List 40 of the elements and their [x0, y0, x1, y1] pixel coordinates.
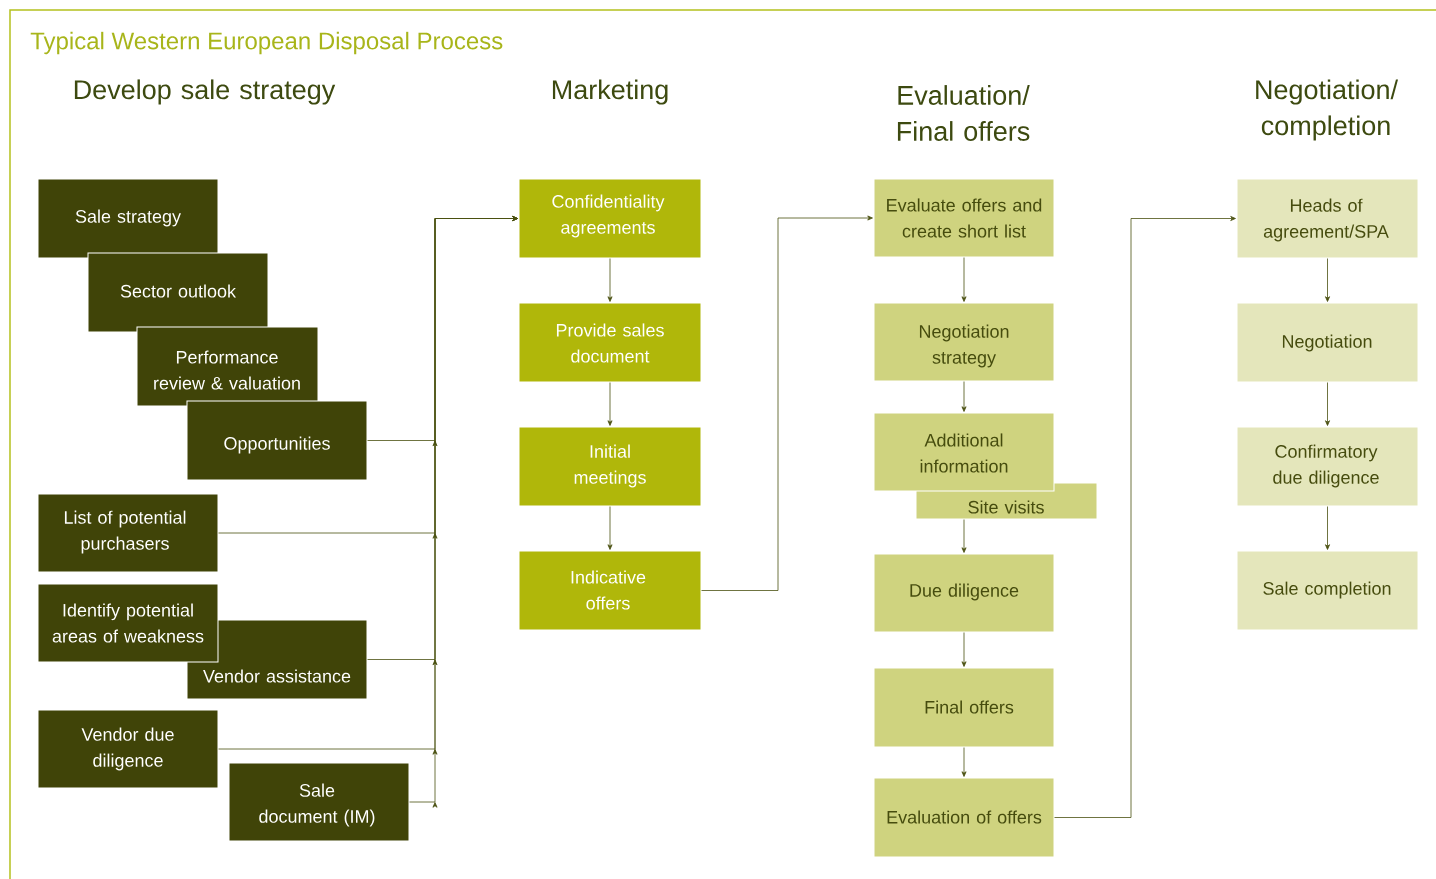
column-heading: Evaluation/ Final offers: [897, 85, 1030, 141]
column-heading: Marketing: [552, 79, 668, 105]
process-box: Due diligence: [873, 553, 1055, 633]
process-box: Evaluation of offers: [873, 777, 1055, 858]
column-heading: Negotiation/ completion: [1256, 79, 1398, 141]
arrow: [961, 519, 967, 553]
process-box: Sale document (IM): [228, 762, 410, 842]
process-box: Confidentiality agreements: [518, 178, 702, 259]
arrow: [1325, 258, 1330, 302]
column-heading: Develop sale strategy: [74, 79, 336, 105]
process-box: Sector outlook: [87, 252, 269, 333]
process-box: Sale strategy: [37, 178, 219, 259]
process-box: Confirmatory due diligence: [1236, 426, 1419, 507]
process-box: Heads of agreement/SPA: [1236, 178, 1419, 259]
diagram-title: Typical Western European Disposal Process: [30, 31, 503, 55]
arrow: [961, 257, 967, 302]
process-box: Negotiation strategy: [873, 302, 1055, 382]
process-box: Vendor due diligence: [37, 709, 219, 789]
process-box: Opportunities: [186, 400, 368, 481]
process-box: Performance review & valuation: [136, 326, 319, 407]
arrow: [1054, 216, 1236, 818]
arrow: [607, 506, 613, 550]
process-box: List of potential purchasers: [37, 493, 219, 573]
arrow: [1325, 382, 1330, 426]
process-box: Initial meetings: [518, 426, 702, 507]
arrow: [409, 216, 518, 808]
arrow: [1325, 506, 1330, 550]
arrow: [701, 215, 873, 591]
arrow: [961, 381, 967, 412]
process-box: Provide sales document: [518, 302, 702, 383]
process-box: Indicative offers: [518, 550, 702, 631]
arrow: [607, 258, 613, 302]
arrow: [961, 747, 967, 777]
process-box: Identify potential areas of weakness: [37, 583, 219, 663]
process-box: Final offers: [873, 667, 1055, 748]
process-box: Evaluate offers and create short list: [873, 178, 1055, 258]
process-box: Sale completion: [1236, 550, 1419, 631]
arrow: [607, 382, 613, 426]
process-box: Negotiation: [1236, 302, 1419, 383]
arrow: [961, 632, 967, 667]
